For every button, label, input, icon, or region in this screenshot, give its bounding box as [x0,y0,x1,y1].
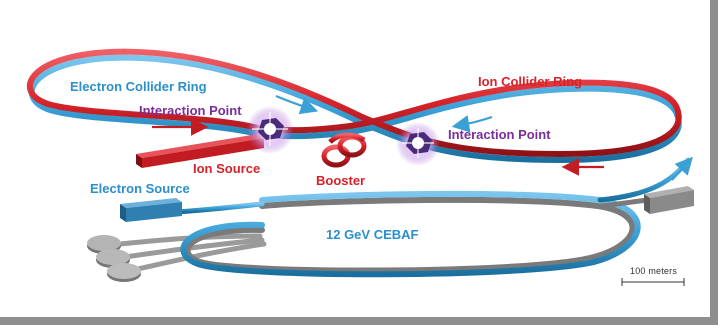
electron-arrow-left-icon [275,94,319,115]
scale-bar-label: 100 meters [630,266,678,276]
scale-bar [621,278,685,286]
interaction-point-right-label: Interaction Point [448,127,551,142]
electron-collider-ring-label: Electron Collider Ring [70,79,207,94]
electron-source-label: Electron Source [90,181,190,196]
interaction-point-left-label: Interaction Point [139,103,242,118]
booster-loops [321,132,367,168]
cebaf-racetrack [180,190,641,278]
electron-source [120,198,265,222]
booster-label: Booster [316,173,365,188]
ion-ring-path [26,48,682,157]
electron-arrow-top-right-icon [671,156,693,181]
direction-arrows [152,94,693,181]
ion-collider-ring-label: Ion Collider Ring [478,74,582,89]
cebaf-label: 12 GeV CEBAF [326,227,419,242]
beam-dump-discs [87,235,141,282]
ion-source-bar [136,134,264,168]
electron-arrow-right-icon [451,115,493,133]
interaction-point-right-icon [396,122,440,166]
interaction-point-left-icon [246,106,294,154]
ion-source-label: Ion Source [193,161,260,176]
right-gray-box [644,186,694,214]
